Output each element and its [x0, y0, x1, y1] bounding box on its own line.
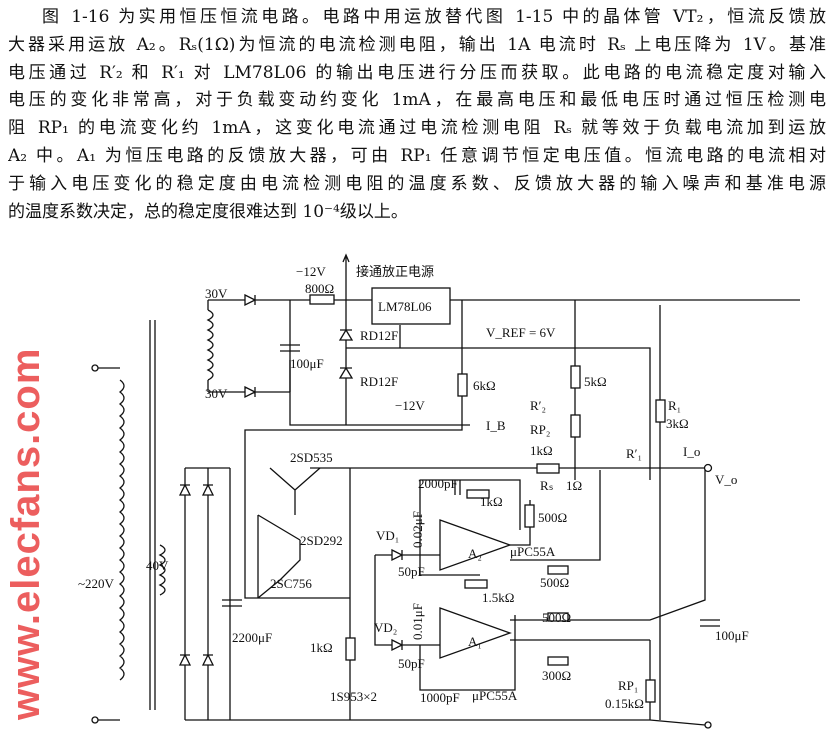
label-q1: 2SD535	[290, 450, 333, 465]
label-r1: R₁	[668, 398, 681, 413]
label-40v: 40V	[146, 558, 169, 573]
paragraph-line: 图 1-16 为实用恒压恒流电路。电路中用运放替代图 1-15 中的晶体管 VT…	[42, 7, 826, 27]
label-diodes: 1S953×2	[330, 689, 377, 704]
label-r2-prime: R′₂	[530, 398, 546, 413]
label-rp2: RP₂	[530, 422, 550, 437]
label-r500-a: 500Ω	[538, 510, 567, 525]
label-30v-a: 30V	[205, 286, 228, 301]
paragraph-line: 于输入电压变化的稳定度由电流检测电阻的温度系数、反馈放大器的输入噪声和基准电源	[8, 173, 826, 194]
label-rs-value: 1Ω	[566, 478, 582, 493]
paragraph-line: 阻 RP₁ 的电流变化约 1mA，这变化电流通过电流检测电阻 Rₛ 就等效于负载…	[8, 118, 826, 139]
label-c50p-a: 50pF	[398, 564, 425, 579]
watermark: www.elecfans.com	[4, 347, 48, 720]
paragraph-line: 大器采用运放 A₂。Rₛ(1Ω)为恒流的电流检测电阻，输出 1A 电流时 Rₛ …	[8, 34, 826, 55]
label-c2000p: 2000pF	[418, 476, 458, 491]
label-opamp-a1: μPC55A	[472, 688, 518, 703]
label-supply-note: 接通放正电源	[356, 264, 434, 279]
label-a2: A₂	[468, 546, 482, 561]
paragraph-line: 电压通过 R′₂ 和 R′₁ 对 LM78L06 的输出电压进行分压而获取。此电…	[8, 62, 826, 83]
label-c2200: 2200μF	[232, 630, 272, 645]
label-r6k: 6kΩ	[473, 378, 496, 393]
label-c50p-b: 50pF	[398, 656, 425, 671]
label-regulator: LM78L06	[378, 299, 432, 314]
label-ib: I_B	[486, 418, 506, 433]
label-r1k5: 1.5kΩ	[482, 590, 514, 605]
transformer-primary	[118, 379, 125, 681]
label-c001: 0.01μF	[410, 603, 425, 640]
body-paragraph: 图 1-16 为实用恒压恒流电路。电路中用运放替代图 1-15 中的晶体管 VT…	[8, 4, 826, 226]
label-r1k-feedback: 1kΩ	[480, 494, 503, 509]
label-c100-out: 100μF	[715, 628, 749, 643]
label-neg12-top: −12V	[296, 264, 326, 279]
label-r500-c: 500Ω	[542, 610, 571, 625]
label-ac-input: ~220V	[78, 576, 115, 591]
label-r1-prime: R′₁	[626, 446, 642, 461]
label-c100-top: 100μF	[290, 356, 324, 371]
label-rp1-value: 0.15kΩ	[605, 696, 644, 711]
label-a1: A₁	[468, 634, 482, 649]
label-vd2: VD₂	[374, 620, 397, 635]
circuit-wires	[91, 253, 800, 729]
label-opamp-a2: μPC55A	[510, 544, 556, 559]
label-r5k: 5kΩ	[584, 374, 607, 389]
label-rp1: RP₁	[618, 678, 638, 693]
paragraph-line: 电压的变化非常高，对于负载变动约变化 1mA，在最高电压和最低电压时通过恒压检测…	[8, 90, 826, 111]
label-r1-value: 3kΩ	[666, 416, 689, 431]
paragraph-line: 的温度系数决定，总的稳定度很难达到 10⁻⁴级以上。	[8, 201, 408, 222]
label-c1000p: 1000pF	[420, 690, 460, 705]
label-neg12-mid: −12V	[395, 398, 425, 413]
label-rp2-value: 1kΩ	[530, 443, 553, 458]
label-vd1: VD₁	[376, 528, 399, 543]
label-q3: 2SC756	[270, 576, 312, 591]
label-zener1: RD12F	[360, 328, 398, 343]
label-rs: Rₛ	[540, 478, 554, 493]
circuit-labels: −12V 接通放正电源 800Ω LM78L06 30V 30V RD12F R…	[78, 264, 749, 711]
label-r1k-left: 1kΩ	[310, 640, 333, 655]
label-vo: V_o	[715, 472, 737, 487]
label-r300: 300Ω	[542, 668, 571, 683]
label-zener2: RD12F	[360, 374, 398, 389]
label-c002: 0.02μF	[410, 511, 425, 548]
label-io: I_o	[683, 444, 700, 459]
label-vref: V_REF = 6V	[486, 325, 556, 340]
label-q2: 2SD292	[300, 533, 343, 548]
label-30v-b: 30V	[205, 386, 228, 401]
label-r500-b: 500Ω	[540, 575, 569, 590]
paragraph-line: A₂ 中。A₁ 为恒压电路的反馈放大器，可由 RP₁ 任意调节恒定电压值。恒流电…	[8, 145, 826, 166]
label-r800: 800Ω	[305, 281, 334, 296]
